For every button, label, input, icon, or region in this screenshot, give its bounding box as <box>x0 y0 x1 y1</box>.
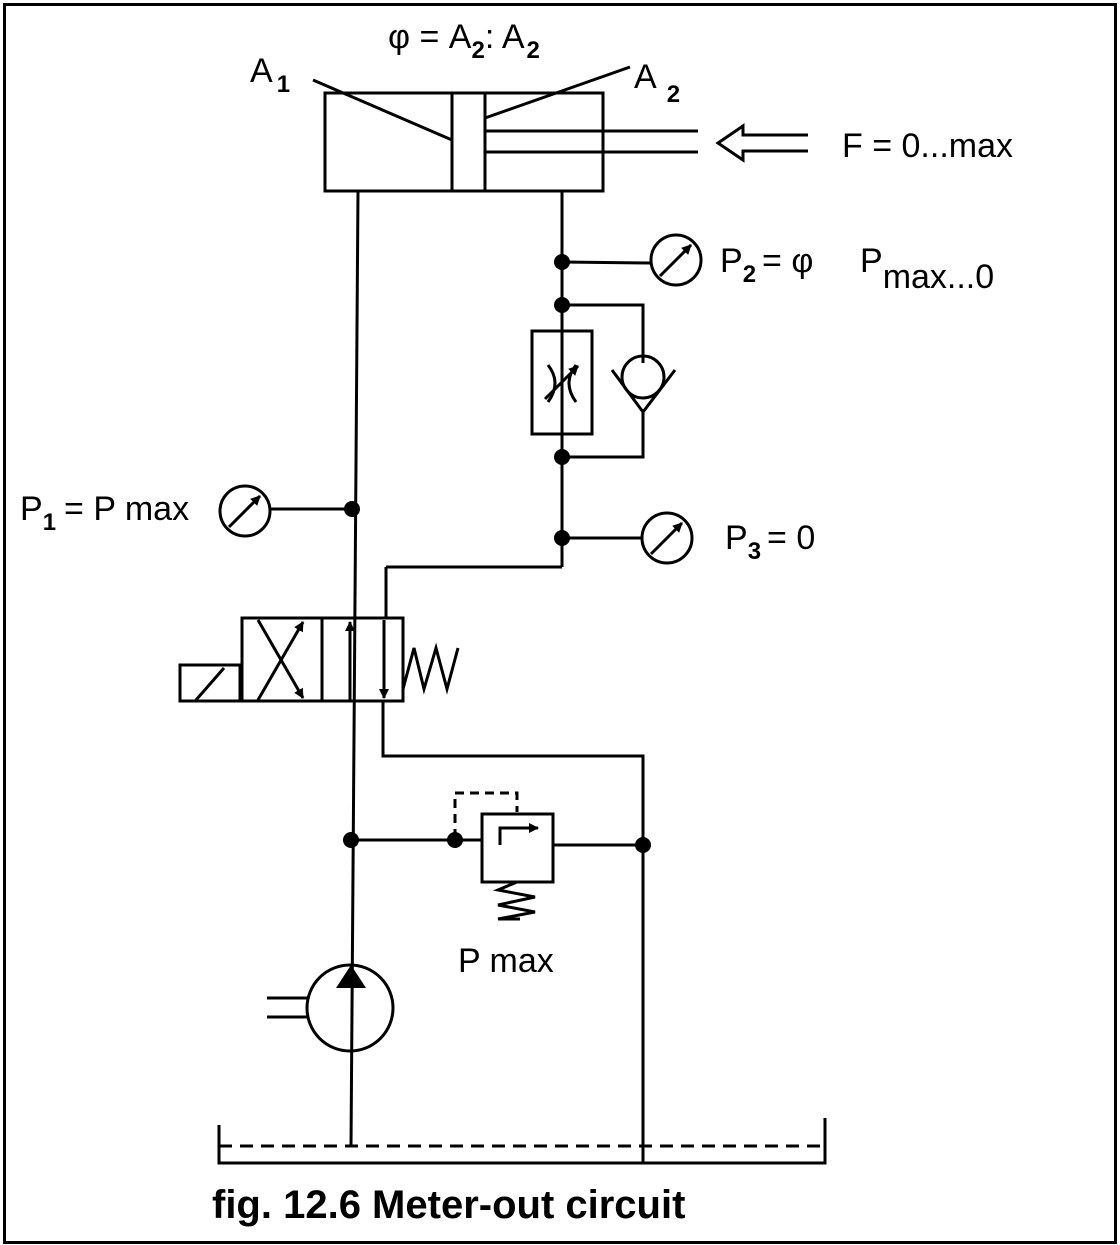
hydraulic-cylinder <box>312 65 698 193</box>
p2-value-label: Pmax...0 <box>860 242 994 296</box>
cylinder-piston <box>450 91 487 193</box>
pump-direction-triangle-icon <box>336 965 366 988</box>
junction-dot <box>635 837 651 853</box>
pressure-line-left <box>349 190 360 1147</box>
relief-spring-icon <box>492 880 536 921</box>
area2-leader-line <box>484 65 631 120</box>
gauge-p1 <box>218 484 352 538</box>
junction-dot <box>343 832 359 848</box>
area1-leader-line <box>312 78 453 142</box>
throttle-left-arc <box>546 364 557 403</box>
solenoid-actuator-icon <box>178 663 242 703</box>
junction-dot <box>554 297 570 313</box>
hydraulic-pump <box>267 963 395 1053</box>
cylinder-barrel <box>323 91 605 193</box>
gauge-p1-needle-icon <box>227 494 262 529</box>
return-spring-icon <box>401 642 460 695</box>
pilot-line-dashed <box>453 791 519 838</box>
adjustable-throttle-arrow-icon <box>543 364 580 401</box>
check-valve-bypass-top <box>562 303 645 363</box>
tank-outline <box>217 1118 827 1165</box>
gauge-p2-branch <box>561 260 652 265</box>
valve-parallel-position <box>320 616 405 703</box>
figure-frame <box>3 3 1117 1244</box>
check-valve-seat-icon <box>610 369 677 415</box>
junction-dot <box>554 530 570 546</box>
junction-dot <box>554 254 570 270</box>
pressure-relief-valve <box>351 791 643 921</box>
junction-dot <box>344 501 360 517</box>
pressure-gauge-p3-icon <box>640 511 694 565</box>
tank-return-line <box>381 701 645 1163</box>
relief-flow-arrow-icon <box>498 823 539 845</box>
throttle-check-valve <box>530 303 677 459</box>
junction-dot <box>554 449 570 465</box>
valve-cross-arrow-down-icon <box>256 619 305 699</box>
pressure-gauge-p1-icon <box>218 484 272 538</box>
p1-label: P1= P max <box>20 490 189 536</box>
pump-icon <box>305 963 395 1053</box>
figure-caption: fig. 12.6 Meter-out circuit <box>212 1183 685 1227</box>
directional-control-valve <box>178 616 460 703</box>
check-valve-bypass-bottom <box>562 412 645 459</box>
pressure-gauge-p2-icon <box>649 233 703 287</box>
p2-label: P2= φ <box>720 242 813 288</box>
area-ratio-label: φ = A2: A2 <box>388 18 540 64</box>
solenoid-diagonal <box>194 667 226 701</box>
check-valve-ball-icon <box>620 354 666 400</box>
relief-valve-body <box>480 812 555 884</box>
load-force-arrow-icon <box>715 123 808 163</box>
relief-setting-label: P max <box>458 942 554 980</box>
gauge-p2-needle-icon <box>658 243 693 278</box>
gauge-p3 <box>562 511 694 565</box>
gauge-p2 <box>561 233 703 287</box>
force-label: F = 0...max <box>842 127 1013 165</box>
gauge-p3-needle-icon <box>649 521 684 556</box>
junction-dot <box>447 832 463 848</box>
p3-label: P3= 0 <box>725 519 815 565</box>
reservoir-tank <box>217 1118 827 1165</box>
